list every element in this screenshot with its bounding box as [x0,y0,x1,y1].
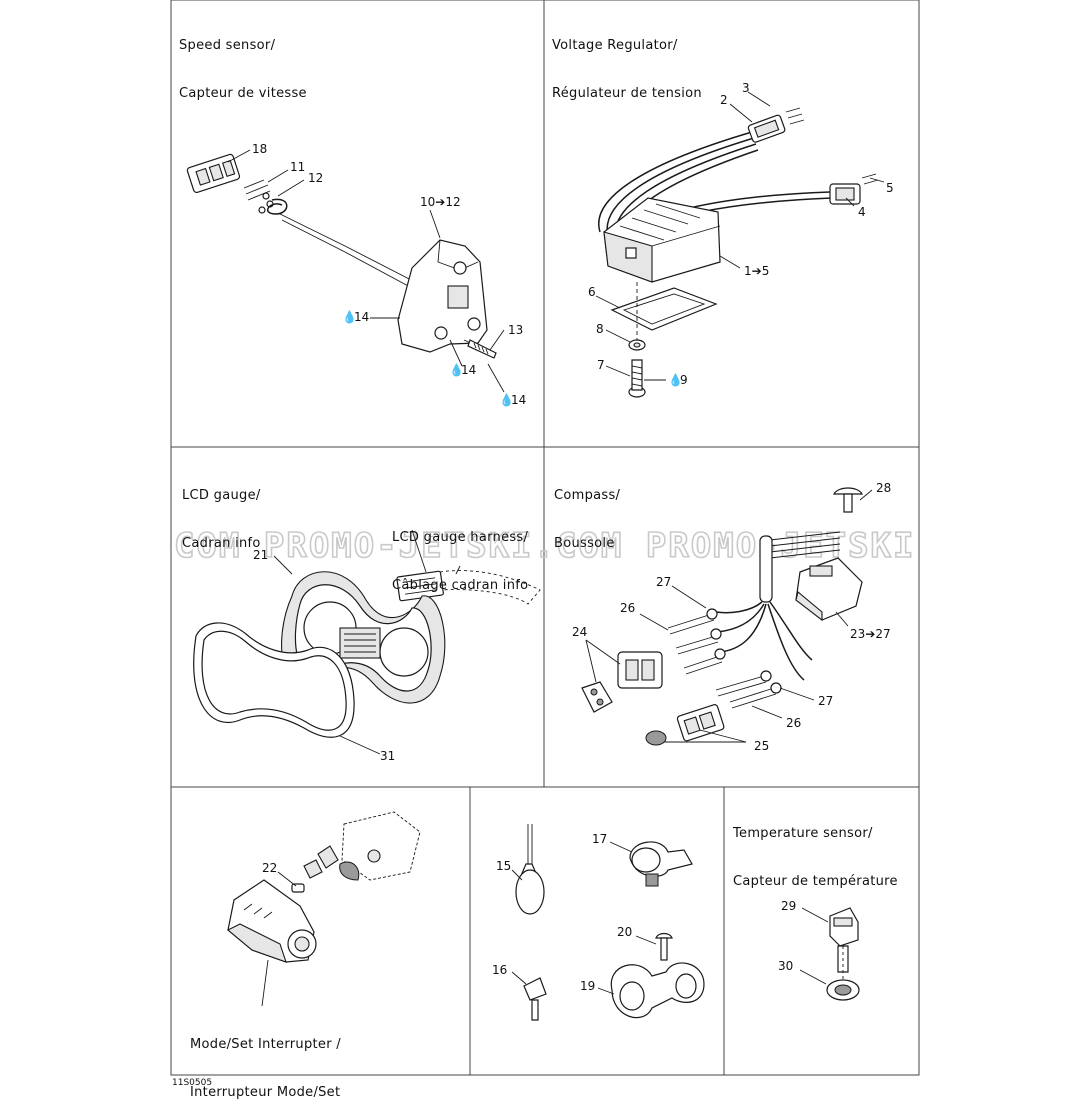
callout-17: 17 [592,832,607,846]
callout-26: 26 [620,601,635,615]
callout-15: 15 [496,859,511,873]
clamps-illustration [511,824,705,1021]
compass-title-en: Compass/ [554,488,621,503]
callout-13: 13 [508,323,523,337]
callout-10-12: 10➔12 [420,195,461,209]
lcd-gauge-harness-label: LCD gauge harness/ Câblage cadran info [392,498,528,610]
mode-set-callouts: 22 [262,861,277,875]
callout-25: 25 [754,739,769,753]
callout-21: 21 [253,548,268,562]
lcd-gauge-harness-en: LCD gauge harness/ [392,530,529,545]
callout-29: 29 [781,899,796,913]
callout-11: 11 [290,160,305,174]
speed-sensor-callouts: 18 11 12 10➔12 💧 14 13 💧 14 💧 14 [252,142,526,407]
speed-sensor-title-fr: Capteur de vitesse [179,86,307,101]
reference-code: 11S0505 [172,1078,213,1088]
clamps-callouts: 17 15 20 16 19 [492,832,632,993]
temperature-sensor-title-en: Temperature sensor/ [733,826,873,841]
callout-14: 14 [511,393,526,407]
callout-2: 2 [720,93,728,107]
drop-icon: 💧 [449,363,464,377]
callout-31: 31 [380,749,395,763]
temperature-sensor-title: Temperature sensor/ Capteur de températu… [733,794,898,906]
callout-12: 12 [308,171,323,185]
mode-set-caption-fr: Interrupteur Mode/Set [190,1085,341,1100]
drop-icon: 💧 [499,393,514,407]
voltage-regulator-illustration [595,91,885,398]
callout-30: 30 [778,959,793,973]
compass-title-fr: Boussole [554,536,615,551]
callout-5: 5 [886,181,894,195]
voltage-regulator-title-en: Voltage Regulator/ [552,38,678,53]
callout-1-5: 1➔5 [744,264,769,278]
terminal-group-upper [667,608,726,675]
parts-diagram: COM PROMO-JETSKI.COM PROMO-JETSKI [170,0,920,1076]
compass-title: Compass/ Boussole [554,456,620,568]
callout-14: 14 [354,310,369,324]
compass-illustration [581,487,873,746]
callout-8: 8 [596,322,604,336]
mode-set-caption: Mode/Set Interrupter / Interrupteur Mode… [190,1005,341,1117]
callout-9: 9 [680,373,688,387]
drop-icon: 💧 [342,310,357,324]
voltage-regulator-callouts: 3 2 5 4 1➔5 6 8 7 💧 9 [588,81,894,387]
lcd-gauge-title: LCD gauge/ Cadran info [182,456,261,568]
temperature-sensor-title-fr: Capteur de température [733,874,898,889]
callout-3: 3 [742,81,750,95]
callout-24: 24 [572,625,587,639]
voltage-regulator-title-fr: Régulateur de tension [552,86,702,101]
callout-22: 22 [262,861,277,875]
callout-26: 26 [786,716,801,730]
lcd-gauge-illustration [193,529,541,755]
callout-6: 6 [588,285,596,299]
panel-frame [170,0,920,1076]
speed-sensor-illustration [186,149,505,393]
watermark: COM PROMO-JETSKI.COM PROMO-JETSKI [174,526,916,566]
lcd-gauge-callouts: 21 31 [253,548,395,763]
temperature-sensor-illustration [799,907,860,1001]
mode-set-illustration [227,811,421,1007]
lcd-gauge-title-en: LCD gauge/ [182,488,261,503]
lcd-gauge-title-fr: Cadran info [182,536,261,551]
callout-4: 4 [858,205,866,219]
callout-14: 14 [461,363,476,377]
callout-19: 19 [580,979,595,993]
mode-set-caption-en: Mode/Set Interrupter / [190,1037,341,1052]
lcd-gauge-harness-fr: Câblage cadran info [392,578,529,593]
drop-icon: 💧 [668,373,683,387]
callout-28: 28 [876,481,891,495]
speed-sensor-title-en: Speed sensor/ [179,38,276,53]
callout-7: 7 [597,358,605,372]
callout-27: 27 [818,694,833,708]
speed-sensor-title: Speed sensor/ Capteur de vitesse [179,6,307,118]
voltage-regulator-title: Voltage Regulator/ Régulateur de tension [552,6,702,118]
callout-16: 16 [492,963,507,977]
temperature-sensor-callouts: 29 30 [778,899,796,973]
callout-20: 20 [617,925,632,939]
compass-callouts: 28 27 26 24 23➔27 27 26 25 [572,481,891,753]
callout-27: 27 [656,575,671,589]
callout-18: 18 [252,142,267,156]
callout-23-27: 23➔27 [850,627,891,641]
